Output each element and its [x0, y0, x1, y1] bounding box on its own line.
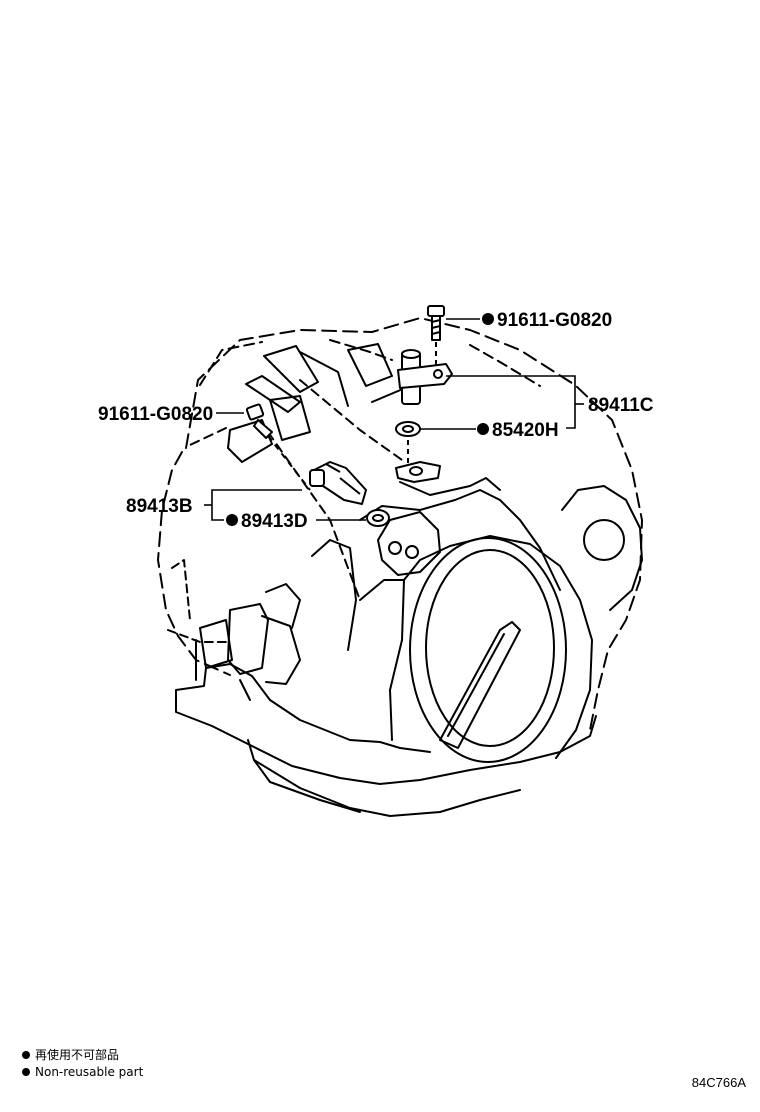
- sensor-top-part: [397, 349, 453, 405]
- legend-japanese: 再使用不可部品: [22, 1046, 119, 1063]
- reference-code: 84C766A: [691, 1075, 746, 1090]
- bolt-left-part: [245, 403, 311, 491]
- leader-lines: [204, 318, 584, 521]
- label-bolt-top: 91611-G0820: [497, 310, 612, 331]
- label-oring-left: 89413D: [241, 511, 308, 532]
- transaxle-housing-outline: [157, 317, 643, 817]
- label-bolt-left: 91611-G0820: [98, 404, 213, 425]
- legend-dot-icon: [22, 1050, 30, 1059]
- legend-dot-icon: [22, 1068, 30, 1076]
- oring-left-part: [366, 509, 390, 527]
- legend-english: Non-reusable part: [22, 1065, 143, 1079]
- bolt-top-part: [427, 305, 445, 370]
- sensor-left-part: [309, 461, 367, 505]
- label-sensor-left: 89413B: [126, 496, 193, 517]
- non-reusable-dot-oring: [226, 514, 238, 526]
- non-reusable-dot-gasket: [477, 423, 489, 435]
- legend-japanese-text: 再使用不可部品: [35, 1048, 120, 1062]
- non-reusable-dot-bolt-top: [482, 313, 494, 325]
- legend-english-text: Non-reusable part: [35, 1065, 144, 1079]
- label-sensor-top: 89411C: [588, 395, 654, 416]
- parts-group: [245, 305, 453, 527]
- non-reusable-markers: [226, 313, 494, 526]
- label-gasket-top: 85420H: [492, 420, 559, 441]
- gasket-top-part: [395, 421, 441, 483]
